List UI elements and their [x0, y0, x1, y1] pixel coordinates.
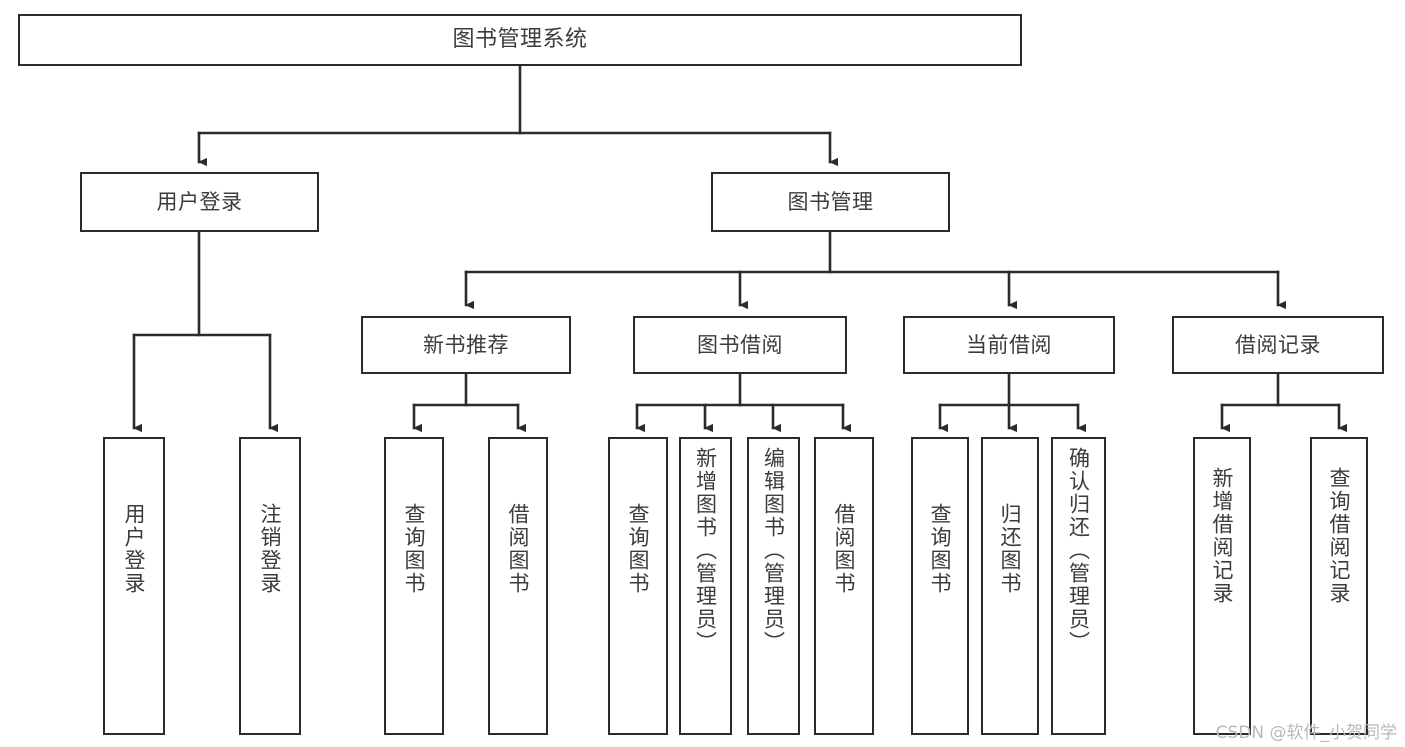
node-user-login-label: 用户登录 — [156, 189, 243, 214]
node-leaf-user-logout-label: 注销登录 — [258, 503, 283, 595]
node-borrow-record-label: 借阅记录 — [1235, 332, 1321, 357]
node-root-label: 图书管理系统 — [452, 27, 588, 53]
node-new-book-recommend[interactable]: 新书推荐 — [361, 316, 571, 374]
node-leaf-query-book-2-label: 查询图书 — [626, 503, 651, 595]
node-leaf-query-record-label: 查询借阅记录 — [1327, 467, 1352, 605]
node-user-login[interactable]: 用户登录 — [80, 172, 319, 232]
node-leaf-query-book-3-label: 查询图书 — [928, 503, 953, 595]
node-new-book-recommend-label: 新书推荐 — [423, 332, 509, 357]
node-leaf-user-login[interactable]: 用户登录 — [103, 437, 165, 735]
node-leaf-borrow-book-2-label: 借阅图书 — [832, 503, 857, 595]
node-book-borrow-label: 图书借阅 — [697, 332, 783, 357]
node-leaf-borrow-book-2[interactable]: 借阅图书 — [814, 437, 874, 735]
node-leaf-query-record[interactable]: 查询借阅记录 — [1310, 437, 1368, 735]
node-leaf-query-book-1[interactable]: 查询图书 — [384, 437, 444, 735]
node-book-manage[interactable]: 图书管理 — [711, 172, 950, 232]
node-leaf-borrow-book-1[interactable]: 借阅图书 — [488, 437, 548, 735]
node-root[interactable]: 图书管理系统 — [18, 14, 1022, 66]
node-leaf-user-login-label: 用户登录 — [122, 503, 147, 595]
node-leaf-confirm-return[interactable]: 确认归还（管理员） — [1051, 437, 1106, 735]
node-leaf-confirm-return-label: 确认归还（管理员） — [1066, 447, 1091, 654]
node-leaf-add-record[interactable]: 新增借阅记录 — [1193, 437, 1251, 735]
node-borrow-record[interactable]: 借阅记录 — [1172, 316, 1384, 374]
node-current-borrow-label: 当前借阅 — [966, 332, 1052, 357]
node-book-borrow[interactable]: 图书借阅 — [633, 316, 847, 374]
node-leaf-borrow-book-1-label: 借阅图书 — [506, 503, 531, 595]
watermark: CSDN @软件_小贺同学 — [1215, 723, 1397, 743]
node-leaf-query-book-1-label: 查询图书 — [402, 503, 427, 595]
node-leaf-query-book-3[interactable]: 查询图书 — [911, 437, 969, 735]
node-leaf-add-book[interactable]: 新增图书（管理员） — [679, 437, 732, 735]
node-leaf-return-book[interactable]: 归还图书 — [981, 437, 1039, 735]
node-leaf-add-record-label: 新增借阅记录 — [1210, 467, 1235, 605]
node-leaf-add-book-label: 新增图书（管理员） — [693, 447, 718, 654]
node-leaf-query-book-2[interactable]: 查询图书 — [608, 437, 668, 735]
node-leaf-edit-book-label: 编辑图书（管理员） — [761, 447, 786, 654]
node-current-borrow[interactable]: 当前借阅 — [903, 316, 1115, 374]
node-leaf-return-book-label: 归还图书 — [998, 503, 1023, 595]
node-leaf-user-logout[interactable]: 注销登录 — [239, 437, 301, 735]
node-leaf-edit-book[interactable]: 编辑图书（管理员） — [747, 437, 800, 735]
node-book-manage-label: 图书管理 — [787, 189, 874, 214]
